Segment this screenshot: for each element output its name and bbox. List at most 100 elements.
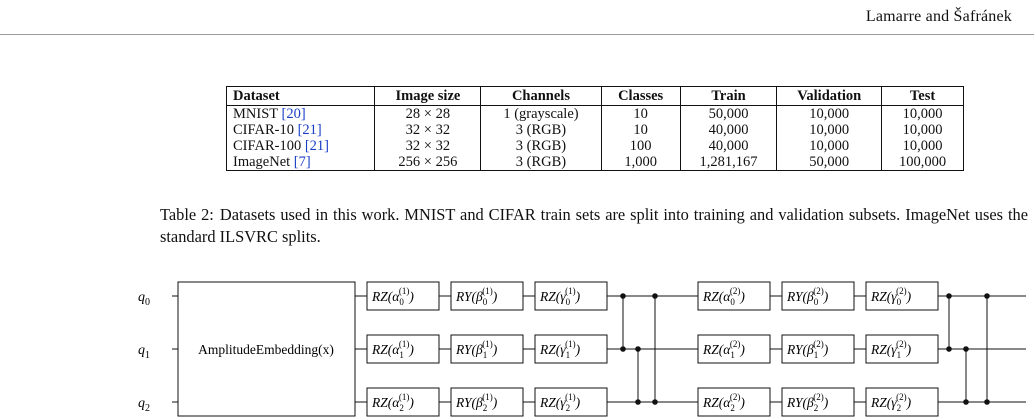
qubit-label: q1 bbox=[138, 343, 150, 361]
gate-label: RZ(α2(1)) bbox=[371, 392, 414, 413]
cell-test: 10,000 bbox=[881, 122, 964, 138]
cell-train: 40,000 bbox=[679, 138, 778, 154]
header-rule bbox=[0, 34, 1034, 35]
target-dot bbox=[652, 399, 658, 405]
control-dot bbox=[652, 293, 658, 299]
gate-label: RZ(γ0(1)) bbox=[539, 286, 581, 307]
cell-dataset: MNIST [20] bbox=[225, 105, 376, 122]
gate-label: RZ(γ0(2)) bbox=[870, 286, 912, 307]
gate-label: RZ(α1(1)) bbox=[371, 339, 414, 360]
running-head: Lamarre and Šafránek bbox=[865, 8, 1012, 25]
gate-label: RY(β1(2)) bbox=[786, 339, 829, 360]
table-row: ImageNet [7] 256 × 256 3 (RGB) 1,000 1,2… bbox=[225, 154, 964, 171]
gate-label: RZ(α1(2)) bbox=[702, 339, 745, 360]
gate-label: RZ(α0(1)) bbox=[371, 286, 414, 307]
control-dot bbox=[984, 293, 990, 299]
caption-text: Datasets used in this work. MNIST and CI… bbox=[160, 205, 1028, 246]
datasets-table: Dataset Image size Channels Classes Trai… bbox=[225, 86, 964, 171]
gate-label: RZ(γ1(2)) bbox=[870, 339, 912, 360]
cell-classes: 10 bbox=[600, 122, 681, 138]
gate-label: RY(β2(2)) bbox=[786, 392, 829, 413]
quantum-circuit-diagram: q0 q1 q2 AmplitudeEmbedding(x) RZ(α0(1)) RY(β… bbox=[138, 281, 1026, 417]
rotation-gate bbox=[366, 387, 440, 417]
col-header-channels: Channels bbox=[480, 86, 602, 106]
rotation-gate bbox=[366, 334, 440, 364]
gate-label: RZ(α2(2)) bbox=[702, 392, 745, 413]
embedding-label: AmplitudeEmbedding(x) bbox=[198, 342, 334, 357]
rotation-gate bbox=[534, 387, 608, 417]
target-dot bbox=[946, 346, 952, 352]
dataset-name: MNIST bbox=[233, 106, 278, 122]
rotation-gate bbox=[534, 334, 608, 364]
control-dot bbox=[963, 346, 969, 352]
rotation-gate bbox=[450, 387, 524, 417]
cell-classes: 1,000 bbox=[600, 154, 681, 171]
citation-link[interactable]: [21] bbox=[297, 122, 322, 138]
rotation-gate bbox=[450, 334, 524, 364]
citation-link[interactable]: [7] bbox=[293, 154, 311, 170]
cell-validation: 10,000 bbox=[776, 138, 883, 154]
rotation-gate bbox=[781, 387, 855, 417]
qubit-label: q0 bbox=[138, 290, 150, 308]
cell-classes: 10 bbox=[600, 105, 681, 122]
cell-channels: 3 (RGB) bbox=[480, 138, 602, 154]
rotation-gate bbox=[697, 334, 771, 364]
table-row: CIFAR-100 [21] 32 × 32 3 (RGB) 100 40,00… bbox=[225, 138, 964, 154]
gate-label: RZ(α0(2)) bbox=[702, 286, 745, 307]
rotation-gate bbox=[865, 334, 939, 364]
table-row: CIFAR-10 [21] 32 × 32 3 (RGB) 10 40,000 … bbox=[225, 122, 964, 138]
table-header-row: Dataset Image size Channels Classes Trai… bbox=[225, 86, 964, 106]
rotation-gate bbox=[781, 281, 855, 311]
dataset-name: CIFAR-10 bbox=[233, 122, 294, 138]
cell-channels: 1 (grayscale) bbox=[480, 105, 602, 122]
dataset-name: ImageNet bbox=[233, 154, 291, 170]
cell-test: 10,000 bbox=[881, 138, 964, 154]
cell-validation: 50,000 bbox=[776, 154, 883, 171]
control-dot bbox=[946, 293, 952, 299]
cell-train: 1,281,167 bbox=[679, 154, 778, 171]
rotation-gate bbox=[450, 281, 524, 311]
cell-image-size: 28 × 28 bbox=[374, 105, 482, 122]
rotation-gate bbox=[697, 281, 771, 311]
cell-validation: 10,000 bbox=[776, 105, 883, 122]
target-dot bbox=[963, 399, 969, 405]
cell-test: 10,000 bbox=[881, 105, 964, 122]
cell-validation: 10,000 bbox=[776, 122, 883, 138]
rotation-gate bbox=[697, 387, 771, 417]
table-row: MNIST [20] 28 × 28 1 (grayscale) 10 50,0… bbox=[225, 105, 964, 122]
rotation-gate bbox=[865, 281, 939, 311]
cell-image-size: 32 × 32 bbox=[374, 138, 482, 154]
cell-dataset: ImageNet [7] bbox=[225, 154, 376, 171]
cell-classes: 100 bbox=[600, 138, 681, 154]
control-dot bbox=[620, 293, 626, 299]
target-dot bbox=[984, 399, 990, 405]
rotation-gate bbox=[366, 281, 440, 311]
gate-label: RZ(γ2(1)) bbox=[539, 392, 581, 413]
table-caption: Table 2:Datasets used in this work. MNIS… bbox=[160, 204, 1028, 248]
cell-train: 40,000 bbox=[679, 122, 778, 138]
cell-channels: 3 (RGB) bbox=[480, 122, 602, 138]
dataset-name: CIFAR-100 bbox=[233, 138, 302, 154]
control-dot bbox=[635, 346, 641, 352]
gate-label: RY(β0(2)) bbox=[786, 286, 829, 307]
cell-dataset: CIFAR-10 [21] bbox=[225, 122, 376, 138]
col-header-classes: Classes bbox=[600, 86, 681, 106]
citation-link[interactable]: [20] bbox=[281, 106, 306, 122]
gate-label: RZ(γ2(2)) bbox=[870, 392, 912, 413]
citation-link[interactable]: [21] bbox=[304, 138, 330, 154]
caption-label: Table 2: bbox=[160, 205, 214, 224]
col-header-test: Test bbox=[881, 86, 964, 106]
col-header-train: Train bbox=[679, 86, 778, 106]
target-dot bbox=[620, 346, 626, 352]
cell-channels: 3 (RGB) bbox=[480, 154, 602, 171]
gate-label: RY(β2(1)) bbox=[455, 392, 498, 413]
qubit-label: q2 bbox=[138, 396, 150, 414]
cell-image-size: 256 × 256 bbox=[374, 154, 482, 171]
rotation-gate bbox=[534, 281, 608, 311]
embedding-box bbox=[177, 281, 356, 417]
col-header-image-size: Image size bbox=[374, 86, 482, 106]
gate-label: RY(β1(1)) bbox=[455, 339, 498, 360]
gate-label: RY(β0(1)) bbox=[455, 286, 498, 307]
cell-image-size: 32 × 32 bbox=[374, 122, 482, 138]
col-header-dataset: Dataset bbox=[225, 86, 376, 106]
